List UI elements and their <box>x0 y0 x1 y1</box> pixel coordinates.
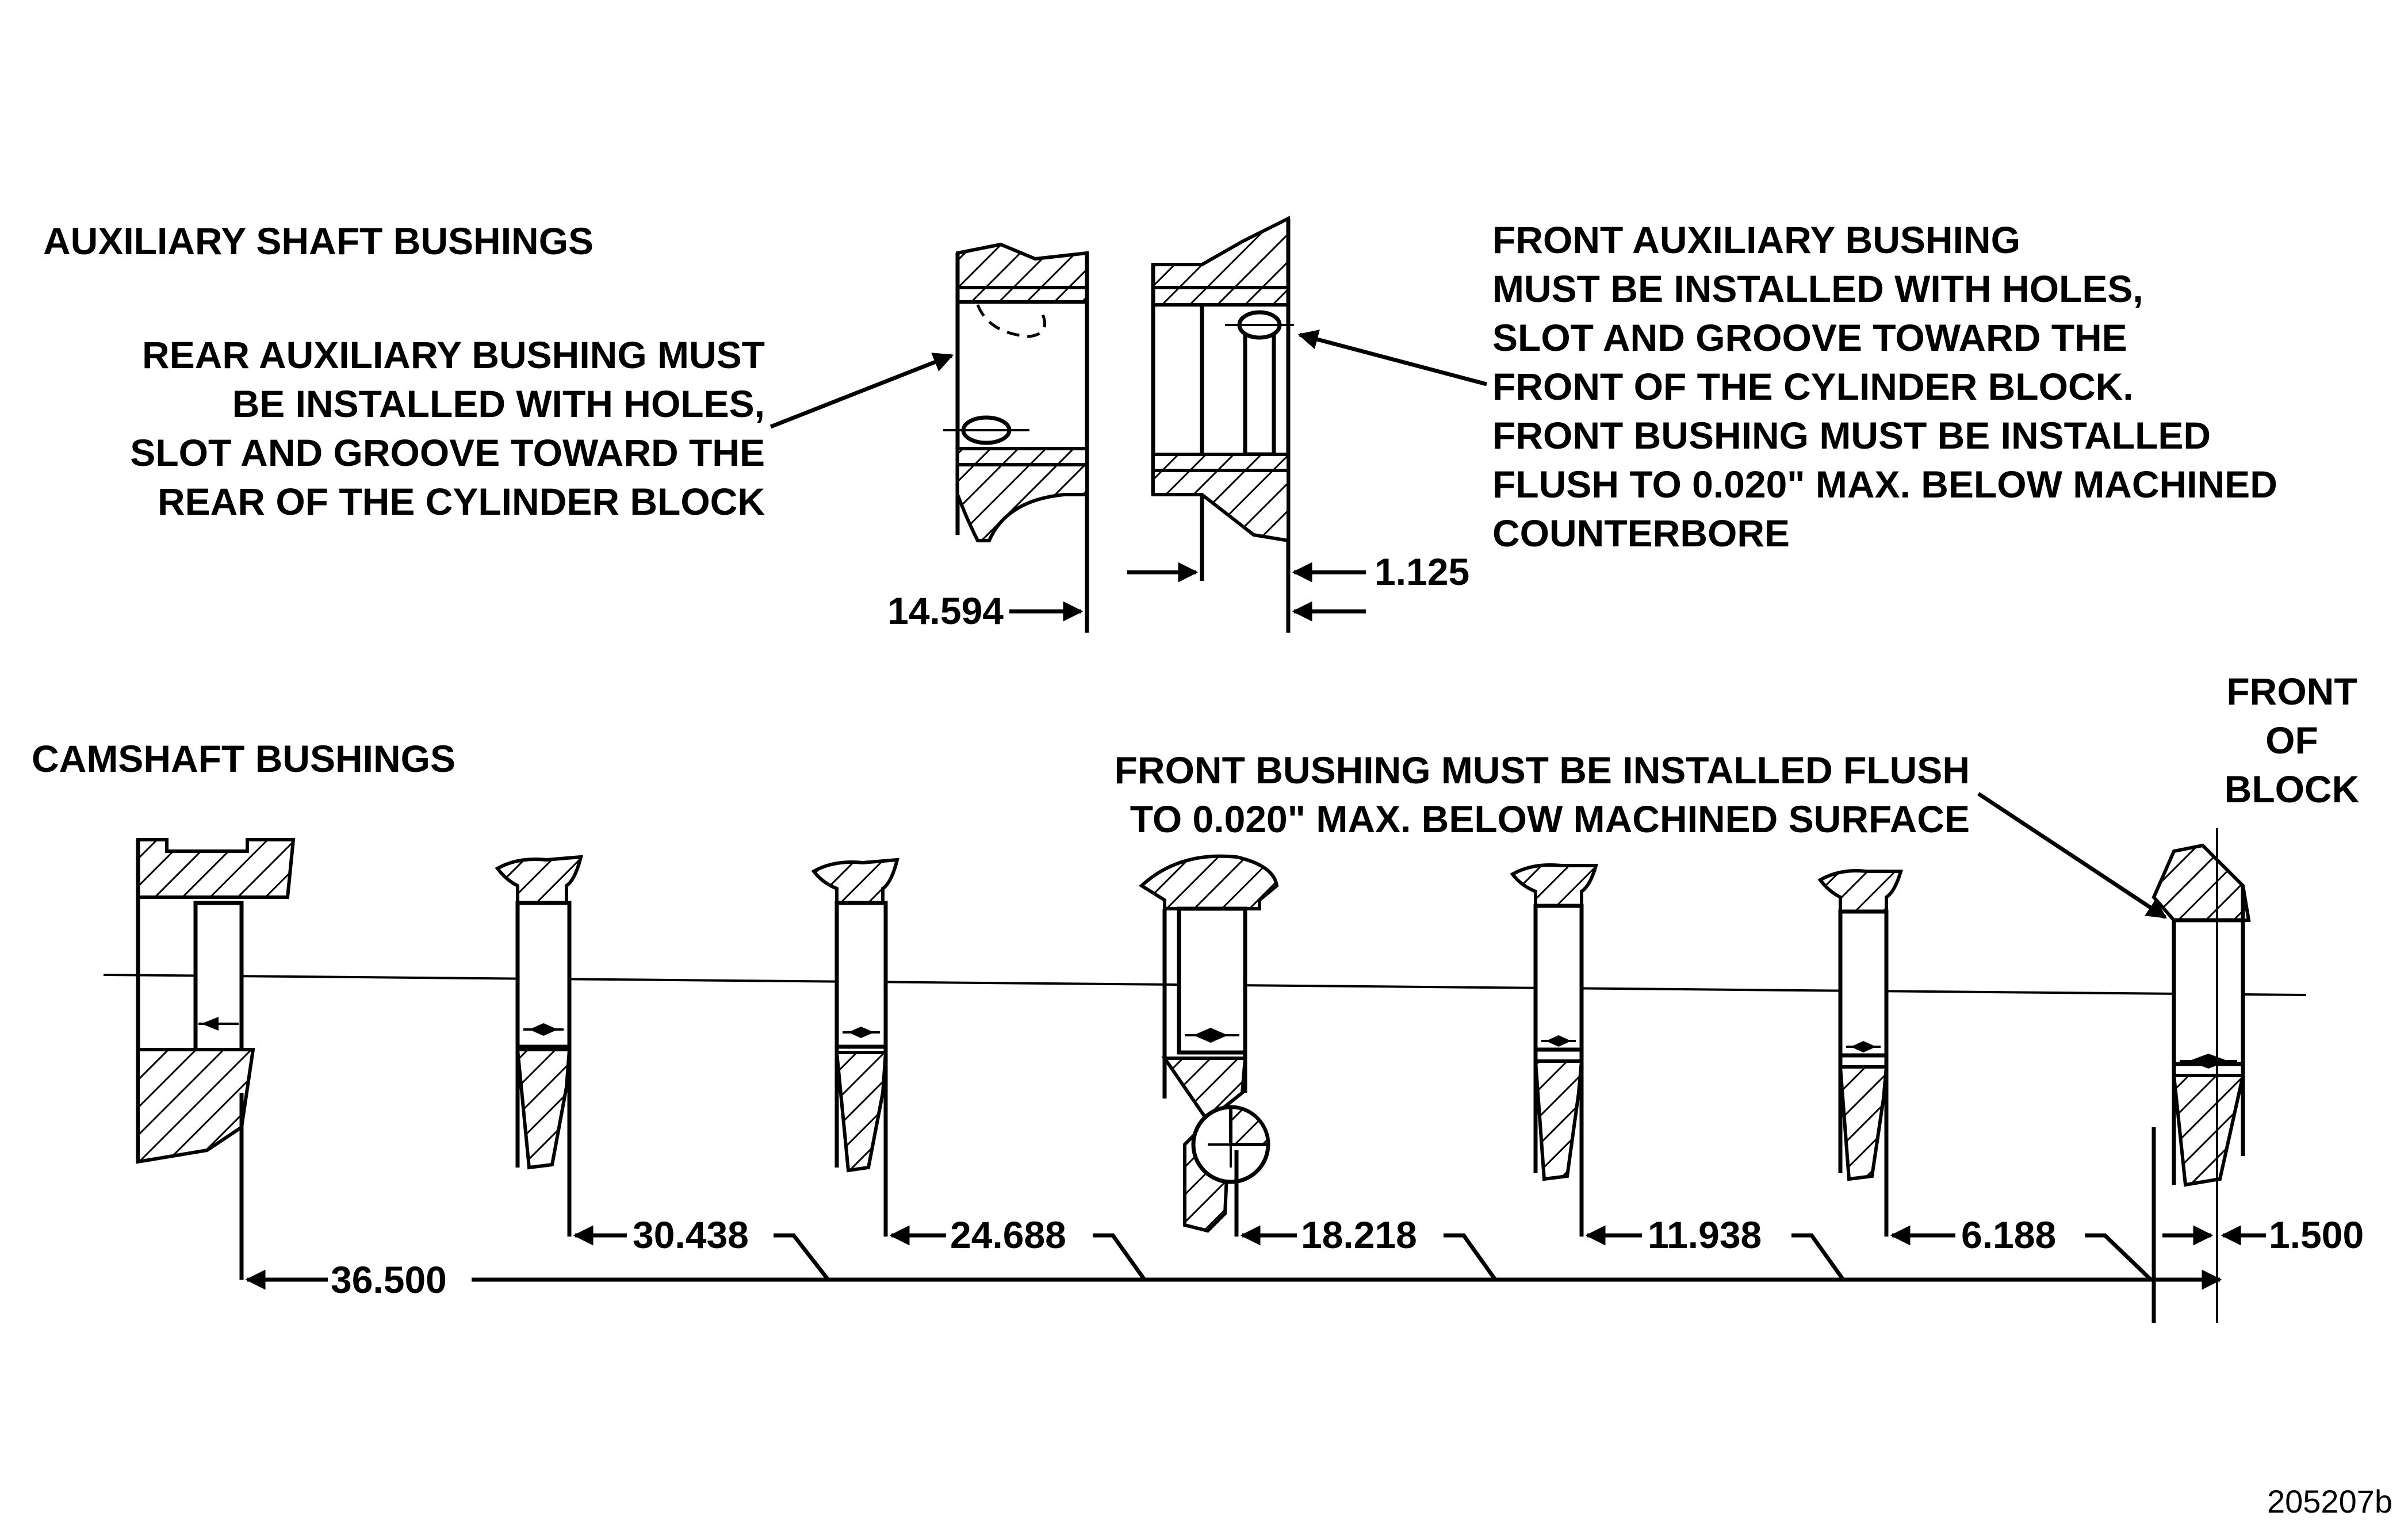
cam-bushing-5 <box>1510 863 1598 1181</box>
cam-bushing-2 <box>495 855 583 1170</box>
front-of-block-line-3: BLOCK <box>2225 768 2360 810</box>
front-note-line-6: FLUSH TO 0.020" MAX. BELOW MACHINED <box>1492 463 2277 506</box>
rear-aux-bushing-drawing <box>943 242 1089 633</box>
dim-36500: 36.500 <box>331 1258 447 1301</box>
rear-note-line-4: REAR OF THE CYLINDER BLOCK <box>158 480 765 523</box>
dim-11938: 11.938 <box>1648 1214 1762 1256</box>
dim-6188: 6.188 <box>1961 1214 2056 1256</box>
rear-note-line-1: REAR AUXILIARY BUSHING MUST <box>142 334 765 376</box>
cam-front-note-line-2: TO 0.020" MAX. BELOW MACHINED SURFACE <box>1130 798 1970 840</box>
rear-note-leader <box>770 353 954 429</box>
front-note-line-3: SLOT AND GROOVE TOWARD THE <box>1492 316 2127 359</box>
aux-section: AUXILIARY SHAFT BUSHINGS REAR AUXILIARY … <box>43 216 2277 633</box>
dimension-extension-lines <box>239 1093 2156 1323</box>
front-of-block-line-2: OF <box>2265 719 2318 761</box>
dim-24688: 24.688 <box>950 1214 1066 1256</box>
front-aux-bushing-drawing <box>1151 216 1294 633</box>
rear-note-line-2: BE INSTALLED WITH HOLES, <box>232 382 765 425</box>
cam-front-note-line-1: FRONT BUSHING MUST BE INSTALLED FLUSH <box>1115 749 1970 791</box>
front-note-line-1: FRONT AUXILIARY BUSHING <box>1492 219 2020 261</box>
dim-aux-front: 1.125 <box>1375 550 1469 593</box>
dim-1500: 1.500 <box>2269 1214 2364 1256</box>
front-note-line-7: COUNTERBORE <box>1492 512 1790 554</box>
cam-bushing-7 <box>2151 828 2251 1323</box>
dim-18218: 18.218 <box>1301 1214 1417 1256</box>
front-note-line-5: FRONT BUSHING MUST BE INSTALLED <box>1492 414 2211 457</box>
front-of-block-line-1: FRONT <box>2226 670 2357 713</box>
rear-note-line-3: SLOT AND GROOVE TOWARD THE <box>130 431 765 474</box>
aux-title: AUXILIARY SHAFT BUSHINGS <box>43 220 594 262</box>
dim-aux-rear: 14.594 <box>887 590 1004 632</box>
cam-title: CAMSHAFT BUSHINGS <box>32 737 455 780</box>
front-note-line-4: FRONT OF THE CYLINDER BLOCK. <box>1492 365 2134 408</box>
cam-bushing-4 <box>1139 854 1279 1233</box>
figure-id: 205207b <box>2267 1483 2392 1519</box>
cam-section: CAMSHAFT BUSHINGS FRONT BUSHING MUST BE … <box>32 670 2364 1323</box>
cam-front-note-leader <box>1977 792 2167 919</box>
cam-bushing-3 <box>811 858 899 1173</box>
front-note-leader <box>1297 330 1487 386</box>
front-note-line-2: MUST BE INSTALLED WITH HOLES, <box>1492 267 2143 310</box>
cam-bushing-6 <box>1817 869 1903 1181</box>
cam-bushing-1 <box>136 838 296 1164</box>
dim-30438: 30.438 <box>633 1214 749 1256</box>
